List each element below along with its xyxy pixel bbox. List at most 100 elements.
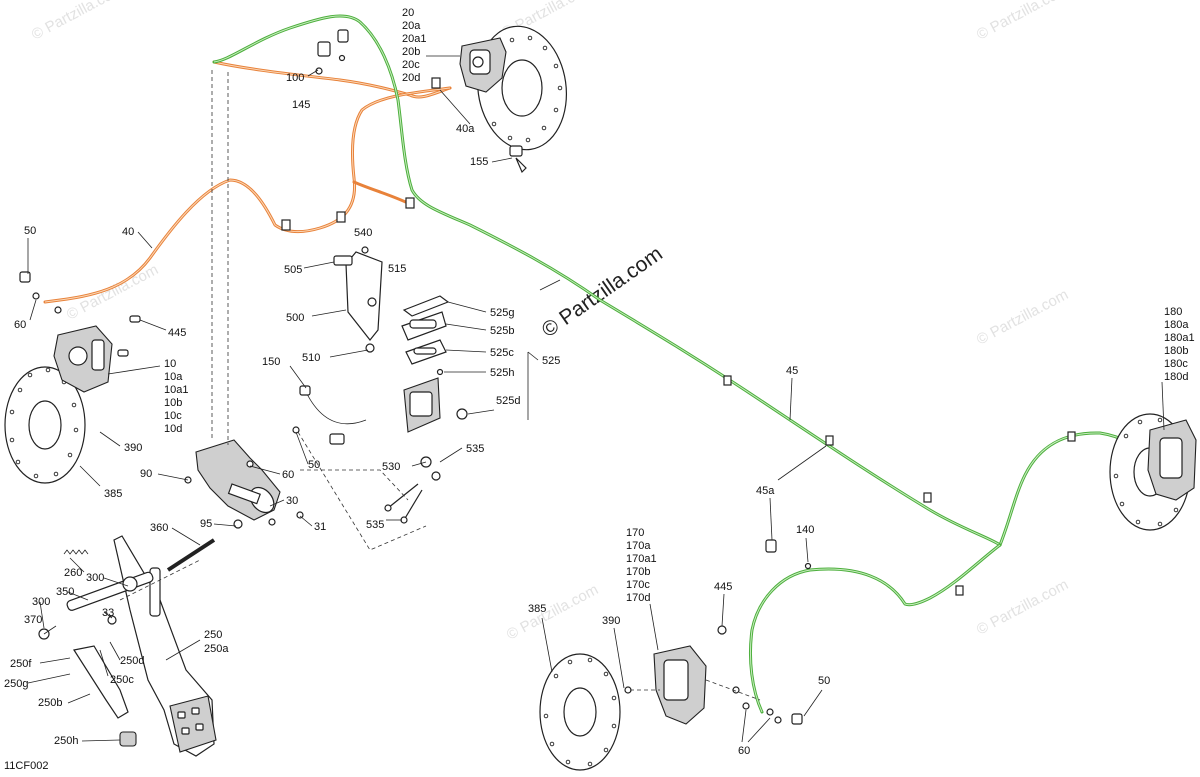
line-clips bbox=[281, 77, 1076, 596]
callout-525: 525 bbox=[542, 355, 560, 367]
pedal-shaft-350 bbox=[38, 571, 154, 640]
callout-50-mid: 50 bbox=[308, 459, 320, 471]
spring-260 bbox=[63, 549, 89, 555]
callout-10c: 10c bbox=[164, 410, 182, 422]
callout-45a: 45a bbox=[756, 485, 775, 497]
callout-180d: 180d bbox=[1164, 371, 1188, 383]
watermark-top-right: © Partzilla.com bbox=[974, 0, 1071, 44]
callout-20a1: 20a1 bbox=[402, 33, 426, 45]
callout-350: 350 bbox=[56, 586, 74, 598]
callout-250a: 250a bbox=[204, 643, 229, 655]
leader-lines bbox=[27, 55, 1165, 743]
callout-300-lower: 300 bbox=[32, 596, 50, 608]
callout-10a: 10a bbox=[164, 371, 183, 383]
callout-360: 360 bbox=[150, 522, 168, 534]
brake-pedal-250 bbox=[113, 535, 217, 757]
callout-505: 505 bbox=[284, 264, 302, 276]
callout-445-bottom: 445 bbox=[714, 581, 732, 593]
callout-510: 510 bbox=[302, 352, 320, 364]
callout-140: 140 bbox=[796, 524, 814, 536]
clip bbox=[923, 492, 932, 503]
clip bbox=[723, 375, 732, 386]
dashed-assembly-lines bbox=[119, 70, 761, 701]
clip-40a bbox=[431, 77, 441, 89]
callout-20a: 20a bbox=[402, 20, 421, 32]
fittings-530-535 bbox=[384, 483, 423, 524]
callout-390-left: 390 bbox=[124, 442, 142, 454]
callout-500: 500 bbox=[286, 312, 304, 324]
callout-170a1: 170a1 bbox=[626, 553, 657, 565]
bleeder-50-60-left bbox=[19, 271, 62, 314]
callout-60-bottom-right: 60 bbox=[738, 745, 750, 757]
bracket-100 bbox=[315, 29, 349, 75]
callout-50-bottom-right: 50 bbox=[818, 675, 830, 687]
callout-540: 540 bbox=[354, 227, 372, 239]
callout-260: 260 bbox=[64, 567, 82, 579]
callout-155: 155 bbox=[470, 156, 488, 168]
watermark-top-left: © Partzilla.com bbox=[29, 0, 126, 44]
clip bbox=[405, 197, 415, 209]
pedal-arm-250b bbox=[73, 645, 137, 747]
callout-170a: 170a bbox=[626, 540, 651, 552]
callout-31: 31 bbox=[314, 521, 326, 533]
callout-labels: 20 20a 20a1 20b 20c 20d 100 145 40a 155 … bbox=[4, 7, 1195, 772]
callout-100: 100 bbox=[286, 72, 304, 84]
callout-145: 145 bbox=[292, 99, 310, 111]
callout-370: 370 bbox=[24, 614, 42, 626]
callout-385-left: 385 bbox=[104, 488, 122, 500]
callout-535-lower: 535 bbox=[366, 519, 384, 531]
callout-50-top-left: 50 bbox=[24, 225, 36, 237]
clip bbox=[825, 435, 834, 446]
callout-60-mid: 60 bbox=[282, 469, 294, 481]
callout-535-upper: 535 bbox=[466, 443, 484, 455]
callout-300-upper: 300 bbox=[86, 572, 104, 584]
callout-30: 30 bbox=[286, 495, 298, 507]
bracket-40a-155 bbox=[509, 145, 527, 174]
watermark-bottom-right: © Partzilla.com bbox=[974, 576, 1071, 638]
callout-180b: 180b bbox=[1164, 345, 1188, 357]
callout-180a1: 180a1 bbox=[1164, 332, 1195, 344]
callout-180a: 180a bbox=[1164, 319, 1189, 331]
callout-250f: 250f bbox=[10, 658, 32, 670]
callout-250g: 250g bbox=[4, 678, 28, 690]
callout-45: 45 bbox=[786, 365, 798, 377]
rear-right-caliper-180 bbox=[1147, 419, 1197, 501]
callout-250d: 250d bbox=[120, 655, 144, 667]
callout-10b: 10b bbox=[164, 397, 182, 409]
bracket-500 bbox=[333, 246, 383, 353]
callout-10a1: 10a1 bbox=[164, 384, 188, 396]
callout-170b: 170b bbox=[626, 566, 650, 578]
callout-530: 530 bbox=[382, 461, 400, 473]
sensor-150 bbox=[299, 385, 367, 445]
bleeder-50-60-rear bbox=[742, 702, 803, 725]
rear-brake-line-45 bbox=[212, 14, 1162, 714]
callout-525h: 525h bbox=[490, 367, 514, 379]
callout-33: 33 bbox=[102, 607, 114, 619]
callout-525d: 525d bbox=[496, 395, 520, 407]
watermark-mid-right: © Partzilla.com bbox=[974, 286, 1071, 348]
callout-525g: 525g bbox=[490, 307, 514, 319]
callout-385-bottom: 385 bbox=[528, 603, 546, 615]
clip bbox=[281, 219, 291, 231]
pin-360 bbox=[166, 538, 216, 572]
callout-20: 20 bbox=[402, 7, 414, 19]
callout-180c: 180c bbox=[1164, 358, 1188, 370]
callout-90: 90 bbox=[140, 468, 152, 480]
callout-525b: 525b bbox=[490, 325, 514, 337]
callout-150: 150 bbox=[262, 356, 280, 368]
front-right-caliper-20 bbox=[459, 37, 507, 93]
callout-390-bottom: 390 bbox=[602, 615, 620, 627]
reservoir-525 bbox=[401, 295, 468, 481]
clip bbox=[1067, 431, 1076, 442]
callout-20c: 20c bbox=[402, 59, 420, 71]
callout-250b: 250b bbox=[38, 697, 62, 709]
callout-20b: 20b bbox=[402, 46, 420, 58]
callout-40a: 40a bbox=[456, 123, 475, 135]
callout-170d: 170d bbox=[626, 592, 650, 604]
callout-170: 170 bbox=[626, 527, 644, 539]
rear-left-caliper-170 bbox=[624, 625, 740, 725]
front-left-caliper-10 bbox=[53, 315, 141, 393]
callout-10d: 10d bbox=[164, 423, 182, 435]
watermark-mid-left: © Partzilla.com bbox=[64, 261, 161, 323]
